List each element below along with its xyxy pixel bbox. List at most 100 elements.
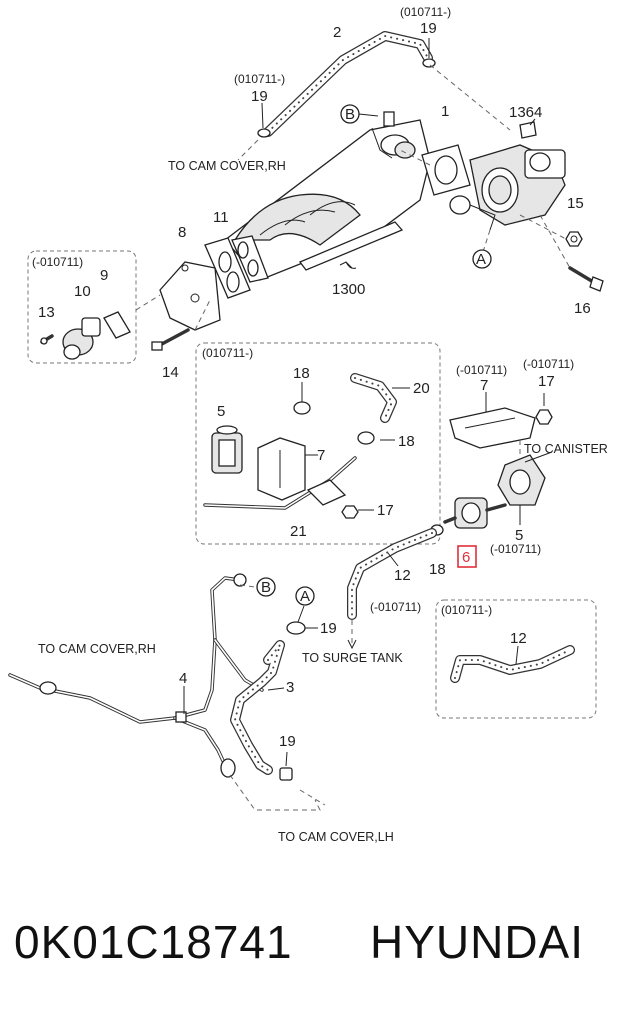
actuator-10 (62, 317, 101, 360)
callout-19-bottom: 19 (279, 733, 296, 750)
callout-17-box: 17 (377, 502, 394, 519)
hose-12-box (450, 645, 575, 683)
callout-12-main: 12 (394, 567, 411, 584)
bracket-7-right (449, 407, 536, 449)
callout-4: 4 (179, 670, 187, 687)
note-box-mid: (010711-) (202, 346, 253, 360)
clamp-18-box-right (357, 431, 375, 445)
callout-9: 9 (100, 267, 108, 284)
bracket-8 (159, 261, 221, 331)
note-box-right: (010711-) (441, 603, 492, 617)
clamp-18-box-top (293, 401, 311, 415)
callout-5-right: 5 (515, 527, 523, 544)
note-17-right: (-010711) (523, 357, 574, 371)
hose-20 (350, 373, 397, 423)
clamp-19-top (422, 38, 436, 68)
callout-16: 16 (574, 300, 591, 317)
leader-3 (267, 687, 285, 691)
leader-12-main (387, 552, 399, 567)
callout-17-right: 17 (538, 373, 555, 390)
dash-hose-2-throttle (429, 64, 511, 131)
ref-a-top: A (476, 251, 486, 268)
callout-21: 21 (290, 523, 307, 540)
callout-1: 1 (441, 103, 449, 120)
callout-20: 20 (413, 380, 430, 397)
callout-12-box: 12 (510, 630, 527, 647)
leader-12-box (515, 645, 519, 665)
nut-15 (565, 231, 583, 247)
bracket-box-lower (306, 479, 347, 506)
callout-15: 15 (567, 195, 584, 212)
callout-18-box-top: 18 (293, 365, 310, 382)
leader-1364 (529, 118, 536, 126)
leader-19-bottom (285, 751, 288, 767)
brand-name: HYUNDAI (370, 916, 585, 968)
valve-5-box (211, 425, 243, 474)
throttle-body (449, 144, 566, 231)
clamp-19-mid (286, 621, 306, 635)
nut-17-right (535, 409, 553, 425)
screw-13 (40, 334, 54, 345)
note-12: (-010711) (370, 600, 421, 614)
highlight-box-part-6 (457, 545, 477, 568)
dash-bracket-manifold (194, 299, 211, 331)
note-19-top: (010711-) (400, 5, 451, 19)
callout-18-box-right: 18 (398, 433, 415, 450)
gasket-1 (421, 144, 471, 196)
callout-19-top: 19 (420, 20, 437, 37)
part-number: 0K01C18741 (14, 916, 293, 968)
clamp-19-left (257, 102, 271, 138)
hose-2 (263, 31, 433, 137)
bolt-14 (151, 328, 190, 351)
callout-1364: 1364 (509, 104, 542, 121)
gasket-11 (204, 237, 251, 299)
callout-14: 14 (162, 364, 179, 381)
exploded-parts-diagram: (010711-) 19 2 (010711-) 19 TO CAM COVER… (8, 5, 608, 844)
label-cam-lh: TO CAM COVER,LH (278, 830, 394, 844)
clamp-19-bottom (279, 767, 293, 781)
dash-cam-lh (229, 774, 321, 811)
ref-b-top: B (345, 106, 355, 123)
box-left (27, 250, 137, 364)
note-7-right: (-010711) (456, 363, 507, 377)
purge-control-valve-6 (443, 497, 507, 529)
label-cam-rh-top: TO CAM COVER,RH (168, 159, 286, 173)
callout-2: 2 (333, 24, 341, 41)
callout-19-mid: 19 (320, 620, 337, 637)
dash-bracket-box (135, 294, 161, 311)
note-box-left: (-010711) (32, 255, 83, 269)
callout-8: 8 (178, 224, 186, 241)
callout-11: 11 (213, 209, 229, 226)
callout-19-left: 19 (251, 88, 268, 105)
ref-b-bottom: B (261, 579, 271, 596)
callout-10: 10 (74, 283, 91, 300)
ref-a-top-circle (472, 249, 492, 269)
ref-a-bottom-circle (295, 586, 315, 606)
callout-18-right: 18 (429, 561, 446, 578)
box-right (435, 599, 597, 719)
nut-17-box (341, 505, 359, 519)
gasket-1300 (298, 221, 404, 271)
callout-3: 3 (286, 679, 294, 696)
gasket-9 (103, 311, 131, 339)
label-canister: TO CANISTER (524, 442, 608, 456)
ref-a-bottom: A (300, 588, 310, 605)
callout-13: 13 (38, 304, 55, 321)
intake-manifold (224, 111, 431, 283)
dash-ref-b-bottom (239, 584, 256, 588)
callout-1300: 1300 (332, 281, 365, 298)
clip-1364 (519, 121, 537, 139)
callout-6-highlighted: 6 (462, 549, 470, 566)
hose-12-main (347, 528, 437, 620)
dash-cam-lh-b (299, 789, 326, 806)
dash-throttle-manifold (399, 149, 431, 166)
callout-5-box: 5 (217, 403, 225, 420)
leader-canister (524, 451, 553, 463)
arrow-surge-tank (347, 639, 357, 650)
box-mid (195, 342, 441, 545)
callout-7-right: 7 (480, 377, 488, 394)
dash-bolt-16 (539, 214, 571, 269)
label-surge-tank: TO SURGE TANK (302, 651, 403, 665)
ref-b-bottom-circle (256, 577, 276, 597)
pipe-4 (8, 573, 264, 778)
